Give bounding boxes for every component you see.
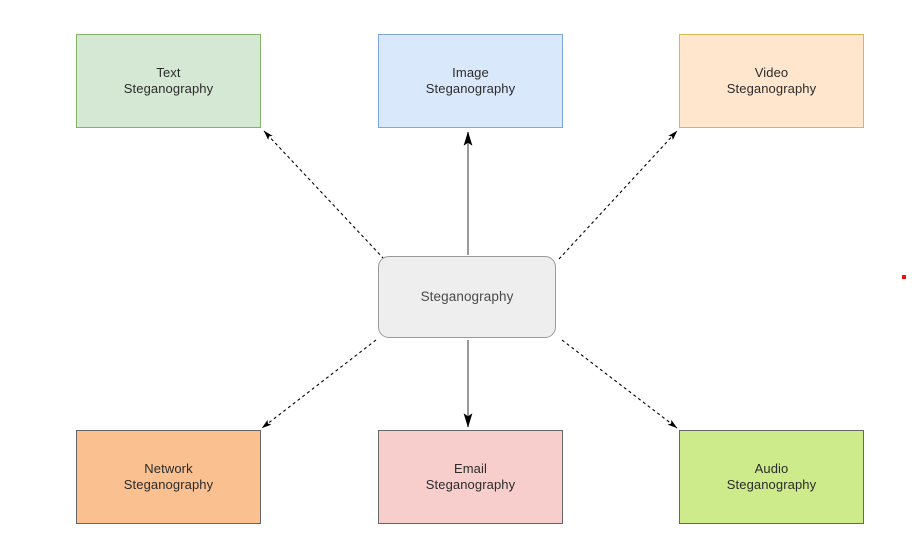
node-text-steganography[interactable]: Text Steganography	[76, 34, 261, 128]
node-label: Video Steganography	[726, 65, 817, 96]
node-network-steganography[interactable]: Network Steganography	[76, 430, 261, 524]
node-label: Text Steganography	[123, 65, 214, 96]
node-label: Image Steganography	[425, 65, 516, 96]
red-dot-marker	[902, 275, 906, 279]
node-steganography-center[interactable]: Steganography	[378, 256, 556, 338]
node-label: Email Steganography	[425, 461, 516, 492]
node-label: Steganography	[420, 289, 514, 304]
edge-center-to-network	[261, 339, 377, 429]
edge-center-to-text	[263, 130, 385, 260]
edge-center-to-audio	[561, 339, 678, 429]
node-image-steganography[interactable]: Image Steganography	[378, 34, 563, 128]
node-label: Network Steganography	[123, 461, 214, 492]
node-video-steganography[interactable]: Video Steganography	[679, 34, 864, 128]
node-label: Audio Steganography	[726, 461, 817, 492]
node-email-steganography[interactable]: Email Steganography	[378, 430, 563, 524]
edge-center-to-video	[558, 130, 678, 260]
node-audio-steganography[interactable]: Audio Steganography	[679, 430, 864, 524]
